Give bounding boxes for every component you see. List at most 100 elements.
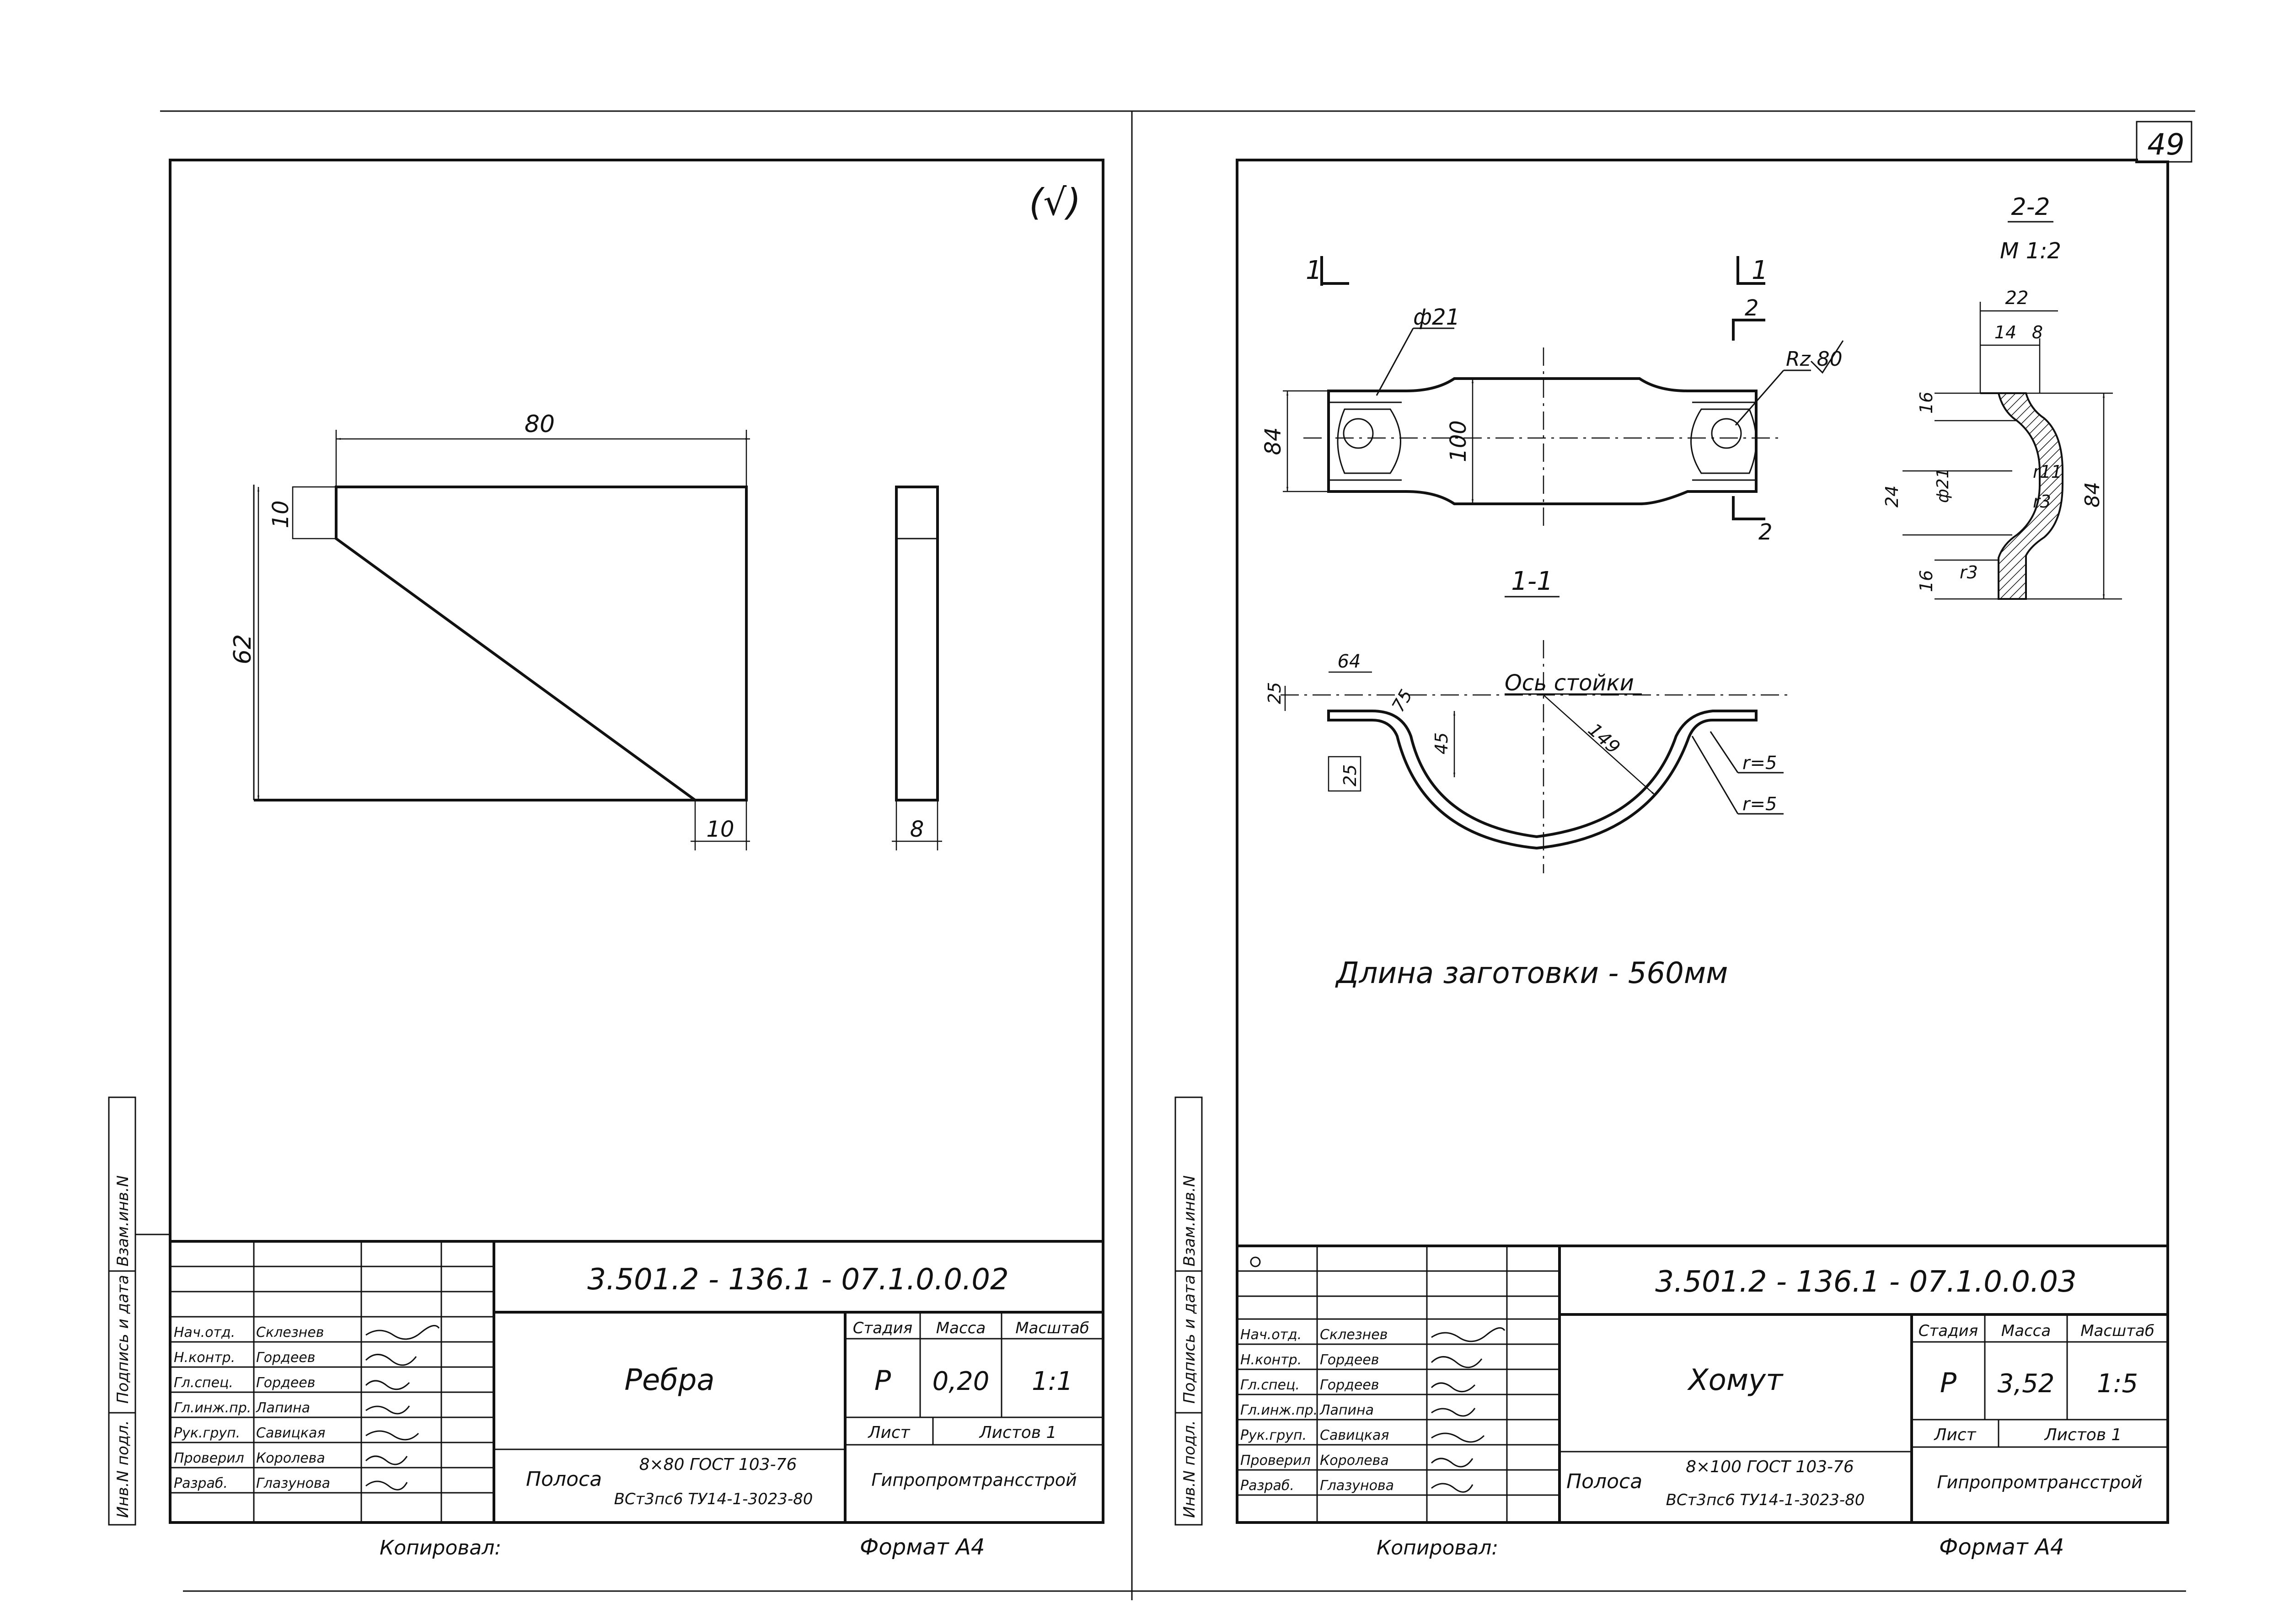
- side-label-replace: Взам.инв.N: [114, 1175, 132, 1266]
- left-col-stage: Стадия: [853, 1319, 912, 1337]
- role-name: Гордеев: [256, 1375, 315, 1391]
- role-name: Гордеев: [1320, 1377, 1379, 1393]
- section-1-1: 1-1 Ось стойки 64 25 25 75 45 149 r=5 r=…: [1265, 566, 1793, 873]
- role-label: Нач.отд.: [1240, 1327, 1302, 1343]
- side-label-inv: Инв.N подл.: [1180, 1420, 1199, 1518]
- dim-45: 45: [1431, 732, 1452, 754]
- dim-75: 75: [1388, 686, 1416, 716]
- left-roles: Нач.отд. Склезнев Н.контр. Гордеев Гл.сп…: [174, 1325, 330, 1491]
- left-copied: Копировал:: [380, 1536, 501, 1560]
- dim-hole-21: ф21: [1413, 304, 1460, 330]
- role-label: Рук.груп.: [1240, 1427, 1307, 1443]
- dim-16b: 16: [1916, 570, 1936, 592]
- right-material-top: 8×100 ГОСТ 103-76: [1686, 1458, 1854, 1476]
- side-label-sign: Подпись и дата: [114, 1275, 132, 1404]
- role-label: Н.контр.: [1240, 1352, 1302, 1368]
- left-side-strip: Инв.N подл. Подпись и дата Взам.инв.N: [108, 1096, 170, 1526]
- left-part-name: Ребра: [624, 1363, 714, 1397]
- right-material-bottom: ВСт3пс6 ТУ14-1-3023-80: [1666, 1491, 1865, 1509]
- side-label-replace: Взам.инв.N: [1180, 1175, 1199, 1266]
- role-label: Рук.груп.: [174, 1425, 240, 1441]
- left-material-bottom: ВСт3пс6 ТУ14-1-3023-80: [614, 1490, 813, 1508]
- cut-1-right: 1: [1752, 256, 1768, 285]
- right-scale: 1:5: [2097, 1369, 2138, 1399]
- cut-1-left: 1: [1306, 256, 1322, 285]
- section-22-label: 2-2: [2011, 193, 2050, 221]
- left-signatures: [365, 1325, 440, 1490]
- right-copied: Копировал:: [1377, 1536, 1498, 1560]
- role-name: Савицкая: [1320, 1427, 1389, 1443]
- dim-25a: 25: [1265, 682, 1285, 704]
- role-name: Лапина: [1319, 1402, 1374, 1418]
- role-label: Разраб.: [1240, 1478, 1294, 1494]
- right-side-strip: Инв.N подл. Подпись и дата Взам.инв.N: [1174, 1096, 1203, 1526]
- left-material-prefix: Полоса: [526, 1468, 602, 1491]
- left-format: Формат А4: [860, 1534, 985, 1560]
- left-col-scale: Масштаб: [1015, 1319, 1089, 1337]
- role-name: Савицкая: [256, 1425, 325, 1441]
- right-part-name: Хомут: [1687, 1363, 1784, 1397]
- dim-width-100: 100: [1446, 420, 1471, 462]
- left-drawing-code: 3.501.2 - 136.1 - 07.1.0.0.02: [587, 1263, 1008, 1297]
- side-label-sign: Подпись и дата: [1180, 1275, 1199, 1404]
- clamp-plan-view: ф21 84 100 Rz 80 1 1 2 2: [1260, 256, 1844, 545]
- role-name: Гордеев: [1320, 1352, 1379, 1368]
- dim-r149: 149: [1584, 719, 1624, 758]
- role-name: Склезнев: [1320, 1327, 1388, 1343]
- dim-chamfer-10: 10: [268, 500, 294, 528]
- dim-height-62: 62: [229, 634, 257, 664]
- dim-r5a: r=5: [1742, 753, 1777, 774]
- role-label: Гл.спец.: [174, 1375, 233, 1391]
- roughness-rz80: Rz 80: [1786, 347, 1843, 371]
- right-format: Формат А4: [1939, 1534, 2064, 1560]
- role-name: Королева: [1320, 1453, 1389, 1469]
- role-label: Гл.инж.пр.: [1240, 1402, 1318, 1418]
- section-2-2: 2-2 М 1:2 22 14 8 16 24 ф21 16 84 r11 r3: [1882, 193, 2122, 600]
- right-col-stage: Стадия: [1919, 1322, 1978, 1340]
- left-sheets-label: Листов 1: [979, 1423, 1057, 1442]
- role-label: Проверил: [174, 1450, 244, 1466]
- role-name: Лапина: [256, 1400, 310, 1416]
- right-sheet: ф21 84 100 Rz 80 1 1 2 2 1-1: [1174, 159, 2169, 1560]
- dim-hole21b: ф21: [1934, 468, 1952, 503]
- dim-14: 14: [1994, 322, 2016, 342]
- left-organization: Гипропромтрансстрой: [871, 1470, 1077, 1490]
- right-signatures: [1431, 1327, 1506, 1493]
- section-11-label: 1-1: [1511, 566, 1553, 596]
- dim-bottom-10: 10: [706, 817, 734, 842]
- rib-plate: 80 62 10 10: [229, 411, 750, 850]
- cut-2-top: 2: [1745, 295, 1759, 321]
- left-frame: [169, 159, 1104, 1524]
- role-name: Королева: [256, 1450, 325, 1466]
- section-22-scale: М 1:2: [2000, 238, 2061, 264]
- dim-25b: 25: [1340, 764, 1360, 786]
- right-stage: Р: [1940, 1367, 1957, 1399]
- left-material-top: 8×80 ГОСТ 103-76: [639, 1455, 797, 1474]
- right-roles: Нач.отд. Склезнев Н.контр. Гордеев Гл.сп…: [1240, 1327, 1394, 1494]
- role-name: Склезнев: [256, 1325, 324, 1341]
- dim-r3b: r3: [1960, 562, 1978, 582]
- left-mass: 0,20: [932, 1367, 990, 1396]
- left-stage: Р: [874, 1365, 891, 1397]
- right-col-mass: Масса: [2001, 1322, 2051, 1340]
- rib-side-view: 8: [892, 486, 942, 850]
- right-mass: 3,52: [1998, 1369, 2055, 1399]
- page-number: 49: [2147, 128, 2184, 162]
- role-label: Н.контр.: [174, 1350, 235, 1366]
- right-sheets-label: Листов 1: [2044, 1426, 2122, 1444]
- page-number-box: 49: [2136, 121, 2192, 163]
- cut-2-bottom: 2: [1758, 519, 1773, 545]
- role-label: Гл.спец.: [1240, 1377, 1300, 1393]
- role-label: Нач.отд.: [174, 1325, 235, 1341]
- role-label: Проверил: [1240, 1453, 1311, 1469]
- dim-24: 24: [1882, 486, 1902, 508]
- right-sheet-label: Лист: [1933, 1426, 1976, 1444]
- dim-64: 64: [1338, 651, 1361, 672]
- dim-8: 8: [2032, 322, 2043, 342]
- right-title-block: 3.501.2 - 136.1 - 07.1.0.0.03 Хомут Стад…: [1237, 1245, 2168, 1560]
- left-col-mass: Масса: [936, 1319, 986, 1337]
- side-label-inv: Инв.N подл.: [114, 1420, 132, 1518]
- dim-width-80: 80: [525, 411, 555, 438]
- roughness-mark: (√): [1029, 181, 1081, 224]
